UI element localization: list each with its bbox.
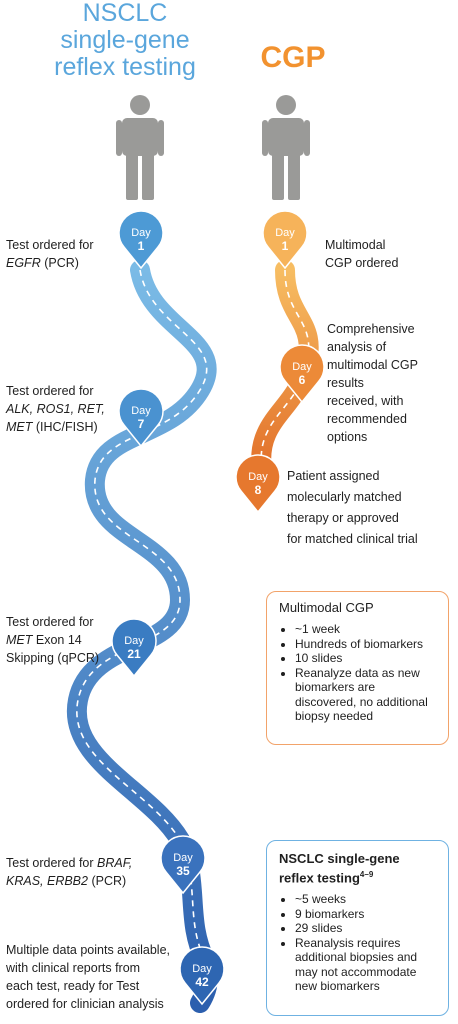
label-line: Multimodal — [325, 238, 386, 252]
nsclc-summary-list: ~5 weeks 9 biomarkers 29 slides Reanalys… — [279, 892, 436, 994]
marker-day-number: 42 — [195, 975, 209, 989]
marker-day-label: Day — [275, 227, 295, 239]
nsclc-title-line-2: single-gene — [60, 26, 190, 54]
marker-day-label: Day — [124, 635, 144, 647]
list-item: Reanalyze data as new biomarkers are dis… — [295, 666, 436, 724]
nsclc-road-dashes — [76, 269, 209, 1004]
day-21-marker-nsclc: Day 21 — [111, 618, 157, 678]
label-text: Exon 14 — [32, 633, 82, 647]
day-21-nsclc-label: Test ordered for MET Exon 14 Skipping (q… — [6, 613, 116, 667]
patient-person-icon-nsclc — [116, 95, 164, 200]
nsclc-title-line-3: reflex testing — [54, 53, 196, 81]
marker-day-label: Day — [131, 227, 151, 239]
label-line: Skipping (qPCR) — [6, 651, 100, 665]
list-item: 29 slides — [295, 921, 436, 936]
label-line: Comprehensive — [327, 322, 415, 336]
label-line: CGP ordered — [325, 256, 399, 270]
label-line: ALK, ROS1, RET, — [6, 400, 121, 418]
label-line: Test ordered for — [6, 384, 94, 398]
label-line: for matched clinical trial — [287, 532, 418, 546]
cgp-summary-title: Multimodal CGP — [279, 600, 374, 615]
day-7-marker-nsclc: Day 7 — [118, 388, 164, 448]
gene-names: ALK, ROS1, RET, — [6, 402, 105, 416]
cgp-title: CGP — [260, 41, 326, 74]
label-text: Test ordered for — [6, 856, 98, 870]
label-text: (PCR) — [40, 256, 79, 270]
list-item: 9 biomarkers — [295, 907, 436, 922]
day-42-marker-nsclc: Day 42 — [179, 946, 225, 1006]
day-8-cgp-label: Patient assigned molecularly matched the… — [287, 466, 452, 550]
gene-names: KRAS, ERBB2 — [6, 874, 88, 888]
nsclc-summary-box: NSCLC single-gene reflex testing4–9 ~5 w… — [266, 840, 449, 1016]
nsclc-title: NSCLC single-gene reflex testing — [0, 0, 250, 81]
gene-name: EGFR — [6, 256, 41, 270]
label-text: (PCR) — [87, 874, 127, 888]
citation-superscript: 4–9 — [359, 870, 374, 879]
marker-day-number: 1 — [138, 239, 145, 253]
marker-day-number: 21 — [127, 647, 141, 661]
label-line: Test ordered for BRAF, — [6, 854, 166, 872]
marker-day-number: 7 — [138, 417, 145, 431]
label-line: Multiple data points available, — [6, 943, 170, 957]
list-item: ~5 weeks — [295, 892, 436, 907]
list-item: 10 slides — [295, 651, 436, 666]
gene-name: MET — [6, 633, 33, 647]
marker-day-number: 1 — [282, 239, 289, 253]
label-line: EGFR (PCR) — [6, 254, 116, 272]
label-line: KRAS, ERBB2 (PCR) — [6, 872, 166, 890]
day-1-marker-cgp: Day 1 — [262, 210, 308, 270]
day-35-marker-nsclc: Day 35 — [160, 835, 206, 895]
marker-day-number: 6 — [299, 373, 306, 387]
nsclc-summary-title: NSCLC single-gene reflex testing4–9 — [279, 851, 436, 886]
gene-name: MET — [6, 420, 33, 434]
day-7-nsclc-label: Test ordered for ALK, ROS1, RET, MET (IH… — [6, 382, 121, 436]
label-line: ordered for clinician analysis — [6, 997, 164, 1011]
marker-day-label: Day — [248, 471, 268, 483]
list-item: ~1 week — [295, 622, 436, 637]
day-6-cgp-label: Comprehensive analysis of multimodal CGP… — [327, 320, 457, 446]
marker-day-label: Day — [192, 963, 212, 975]
label-line: analysis of — [327, 340, 387, 354]
day-42-nsclc-label: Multiple data points available, with cli… — [6, 941, 186, 1013]
label-line: options — [327, 430, 368, 444]
patient-person-icon-cgp — [262, 95, 310, 200]
label-line: Test ordered for — [6, 615, 94, 629]
day-8-marker-cgp: Day 8 — [235, 454, 281, 514]
label-text: (IHC/FISH) — [32, 420, 98, 434]
day-35-nsclc-label: Test ordered for BRAF, KRAS, ERBB2 (PCR) — [6, 854, 166, 890]
label-line: therapy or approved — [287, 511, 399, 525]
list-item: Hundreds of biomarkers — [295, 637, 436, 652]
gene-name: BRAF, — [97, 856, 133, 870]
marker-day-label: Day — [292, 361, 312, 373]
label-line: MET Exon 14 — [6, 631, 116, 649]
label-line: each test, ready for Test — [6, 979, 140, 993]
cgp-summary-box: Multimodal CGP ~1 week Hundreds of bioma… — [266, 591, 449, 745]
marker-day-number: 8 — [255, 483, 262, 497]
label-line: multimodal CGP results — [327, 358, 418, 390]
label-line: MET (IHC/FISH) — [6, 418, 121, 436]
list-item: Reanalysis requires additional biopsies … — [295, 936, 436, 994]
cgp-summary-list: ~1 week Hundreds of biomarkers 10 slides… — [279, 622, 436, 724]
marker-day-label: Day — [131, 405, 151, 417]
title-text: reflex testing — [279, 870, 360, 886]
title-line: NSCLC single-gene — [279, 851, 400, 866]
marker-day-label: Day — [173, 852, 193, 864]
marker-day-number: 35 — [176, 864, 190, 878]
day-6-marker-cgp: Day 6 — [279, 344, 325, 404]
label-line: received, with — [327, 394, 404, 408]
label-line: recommended — [327, 412, 407, 426]
label-line: Test ordered for — [6, 238, 94, 252]
label-line: with clinical reports from — [6, 961, 141, 975]
cgp-road-dashes — [260, 269, 310, 471]
title-line: reflex testing4–9 — [279, 867, 436, 886]
day-1-marker-nsclc: Day 1 — [118, 210, 164, 270]
day-1-nsclc-label: Test ordered for EGFR (PCR) — [6, 236, 116, 272]
label-line: Patient assigned — [287, 469, 380, 483]
nsclc-title-line-1: NSCLC — [82, 0, 168, 27]
day-1-cgp-label: Multimodal CGP ordered — [325, 236, 445, 272]
label-line: molecularly matched — [287, 490, 402, 504]
